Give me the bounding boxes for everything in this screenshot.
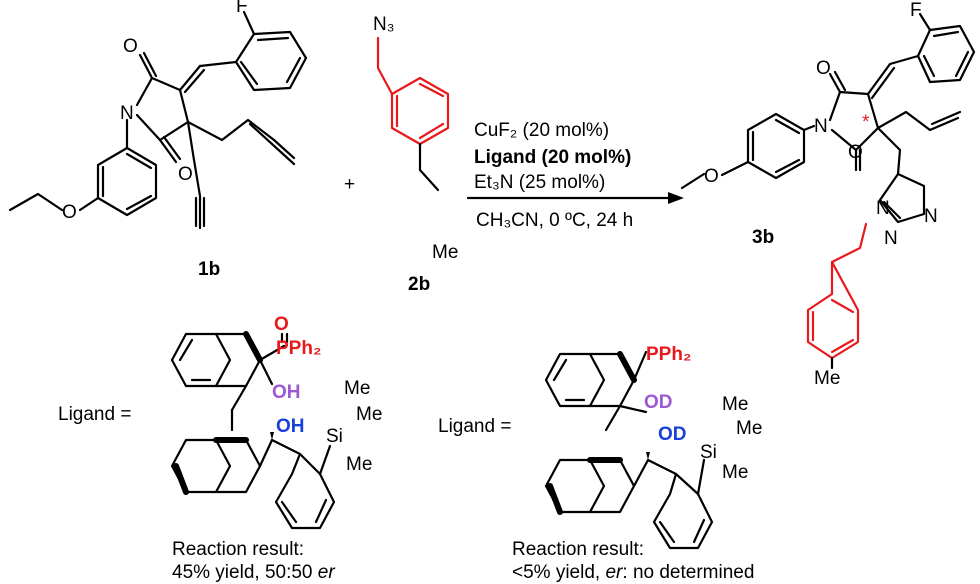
ligand-1-structure: O PPh₂ OH OH Si Me Me Me [170, 314, 382, 530]
condition-line-1: CuF₂ (20 mol%) [474, 120, 609, 141]
ligand-label-1: Ligand = [58, 404, 131, 425]
atom-N: N [814, 116, 828, 137]
atom-Me: Me [814, 368, 840, 389]
ligand-1-oh-purple: OH [272, 382, 301, 403]
atom-F: F [910, 0, 922, 21]
atom-O: O [274, 314, 289, 335]
result-2-title: Reaction result: [512, 539, 644, 560]
compound-label-3b: 3b [752, 227, 774, 248]
atom-O: O [62, 202, 77, 223]
ligand-2-structure: PPh₂ OD OD Si Me Me Me [544, 344, 762, 550]
atom-Si: Si [326, 426, 343, 447]
compound-label-2b: 2b [408, 274, 430, 295]
atom-Me: Me [722, 394, 748, 415]
compound-label-1b: 1b [198, 259, 220, 280]
result-1-text: 45% yield, 50:50 er [172, 562, 335, 583]
atom-N: N [876, 198, 890, 219]
condition-line-2: Ligand (20 mol%) [474, 147, 631, 168]
atom-F: F [236, 0, 248, 17]
atom-Me: Me [432, 242, 458, 263]
compound-2b-structure: N₃ Me [373, 14, 458, 263]
atom-O: O [816, 58, 831, 79]
stereocenter-star: * [862, 112, 870, 133]
atom-O: O [848, 142, 863, 163]
result-1-title: Reaction result: [172, 539, 304, 560]
result-2-text: <5% yield, er: no determined [512, 562, 754, 583]
ligand-1-oh-blue: OH [276, 416, 305, 437]
compound-1b-structure: O N O O F [8, 0, 308, 230]
atom-Si: Si [700, 442, 717, 463]
ligand-2-od-blue: OD [658, 424, 687, 445]
ligand-1-pph2: PPh₂ [276, 338, 321, 359]
atom-O: O [704, 166, 719, 187]
atom-O: O [178, 164, 193, 185]
condition-line-3: Et₃N (25 mol%) [474, 172, 605, 193]
ligand-label-2: Ligand = [438, 416, 511, 437]
reaction-arrow [466, 192, 684, 204]
atom-Me: Me [356, 404, 382, 425]
ligand-2-pph2: PPh₂ [646, 344, 691, 365]
plus-sign: + [344, 174, 355, 195]
ligand-2-od-purple: OD [644, 392, 673, 413]
atom-Me: Me [344, 378, 370, 399]
condition-line-4: CH₃CN, 0 ºC, 24 h [476, 210, 633, 231]
atom-Me: Me [346, 454, 372, 475]
atom-O: O [123, 36, 138, 57]
atom-N3: N₃ [373, 14, 394, 35]
compound-3b-structure: O N O O * F N N N Me [680, 0, 976, 389]
atom-Me: Me [722, 462, 748, 483]
atom-N: N [884, 228, 898, 249]
atom-N: N [924, 206, 938, 227]
atom-Me: Me [736, 418, 762, 439]
atom-N: N [120, 103, 134, 124]
